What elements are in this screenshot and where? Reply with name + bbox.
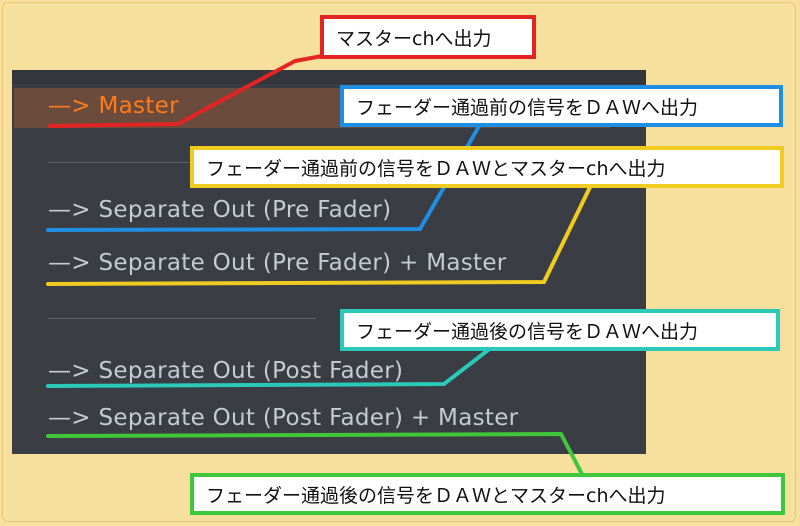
menu-top-strip bbox=[12, 70, 646, 84]
menu-item-separate-out-post-fader-master[interactable]: —> Separate Out (Post Fader) + Master bbox=[48, 405, 519, 431]
callout-pre-daw: フェーダー通過前の信号をＤＡＷへ出力 bbox=[340, 85, 783, 127]
menu-item-separate-out-post-fader[interactable]: —> Separate Out (Post Fader) bbox=[48, 358, 404, 384]
leader-line-pre-daw-master bbox=[46, 181, 603, 286]
menu-item-master[interactable]: —> Master bbox=[48, 93, 179, 119]
menu-separator bbox=[48, 318, 316, 319]
leader-line-post-daw bbox=[46, 342, 498, 388]
callout-pre-daw-master: フェーダー通過前の信号をＤＡＷとマスターchへ出力 bbox=[190, 146, 784, 188]
menu-item-separate-out-pre-fader-master[interactable]: —> Separate Out (Pre Fader) + Master bbox=[48, 250, 507, 276]
menu-item-separate-out-pre-fader[interactable]: —> Separate Out (Pre Fader) bbox=[48, 197, 392, 223]
callout-master: マスターchへ出力 bbox=[320, 15, 536, 59]
leader-line-post-daw-master bbox=[46, 431, 585, 478]
leader-line-master bbox=[48, 54, 324, 128]
callout-post-daw: フェーダー通過後の信号をＤＡＷへ出力 bbox=[340, 309, 780, 351]
callout-post-daw-master: フェーダー通過後の信号をＤＡＷとマスターchへ出力 bbox=[190, 473, 785, 515]
output-routing-menu bbox=[12, 70, 646, 454]
